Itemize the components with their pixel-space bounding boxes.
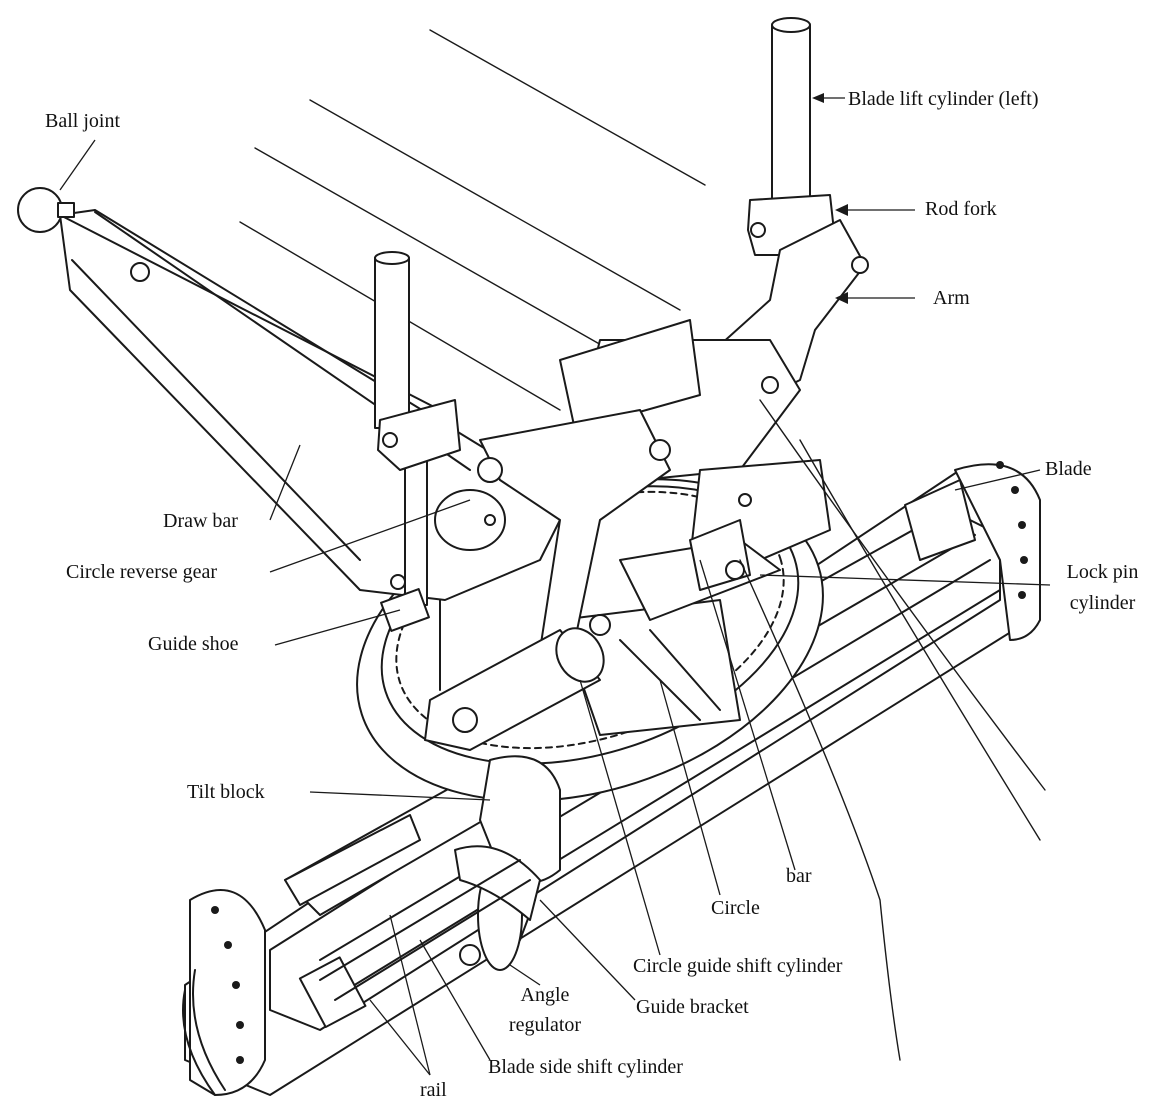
label-angle-regulator-line2: regulator [508,1014,582,1036]
label-rail: rail [420,1079,447,1101]
label-blade-side-shift-cylinder: Blade side shift cylinder [488,1056,683,1078]
hose-lines [739,399,1046,1061]
label-circle-reverse-gear: Circle reverse gear [66,561,218,583]
label-blade: Blade [1045,458,1092,480]
draw-bar [59,209,561,601]
label-rod-fork: Rod fork [925,198,997,220]
label-bar: bar [786,865,812,887]
lock-pin-cylinder [689,519,751,591]
label-circle: Circle [711,897,760,919]
label-lock-pin-cylinder-line2: cylinder [1069,592,1136,614]
label-arm: Arm [933,287,970,309]
label-guide-shoe: Guide shoe [148,633,239,655]
rail [319,859,531,1001]
label-tilt-block: Tilt block [187,781,265,803]
label-guide-bracket: Guide bracket [636,996,749,1018]
label-ball-joint: Ball joint [45,110,120,132]
label-blade-lift-cylinder-left: Blade lift cylinder (left) [848,88,1039,110]
blade-lift-cylinder-left [771,17,811,226]
label-lock-pin-cylinder-line1: Lock pin [1066,561,1139,583]
label-angle-regulator-line1: Angle [520,984,570,1006]
circle-guide-shift-cylinder [424,627,605,751]
label-circle-guide-shift-cylinder: Circle guide shift cylinder [633,955,843,977]
ball-joint [17,187,75,233]
guide-shoe [380,588,430,632]
circle-reverse-gear [434,457,506,551]
leader-lines [59,93,1051,1076]
label-draw-bar: Draw bar [163,510,238,532]
blade-lift-cylinder-right [374,251,461,691]
lifter-bracket [479,319,831,651]
